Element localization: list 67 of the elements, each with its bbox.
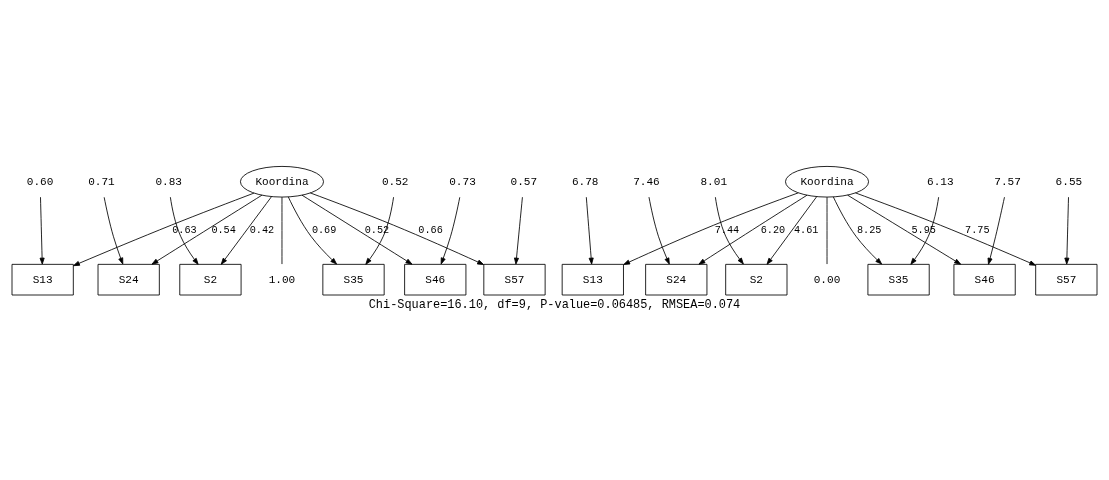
arrow [220, 195, 272, 265]
arrow [301, 194, 413, 265]
edge-label: 7.44 [714, 223, 740, 236]
arrow [287, 196, 337, 264]
node-box: S2 [725, 263, 788, 295]
node-box: S57 [1035, 263, 1098, 295]
edge-label: 0.42 [249, 223, 275, 236]
edge-label: 4.61 [793, 223, 819, 236]
node-box: S24 [97, 263, 160, 295]
node-ellipse: Koordina [785, 165, 869, 197]
node-text: 0.71 [88, 175, 115, 188]
edge-label: 7.75 [965, 223, 990, 236]
node-text: 0.57 [510, 175, 538, 188]
edge-label: 5.95 [911, 223, 936, 236]
node-box: S13 [11, 263, 74, 295]
edge-label: 0.52 [364, 223, 390, 236]
edge-label: 8.25 [856, 223, 882, 236]
edge-label: 6.20 [760, 223, 786, 236]
node-text: 0.00 [813, 273, 841, 286]
arrow [623, 191, 799, 265]
caption: Chi-Square=16.10, df=9, P-value=0.06485, RMSEA=0.074 [368, 297, 741, 312]
arrow [714, 196, 744, 264]
arrow [514, 196, 523, 264]
arrow [1064, 196, 1070, 264]
node-text: 0.73 [449, 175, 476, 188]
edge-label: 0.63 [172, 223, 197, 236]
node-box: S35 [322, 263, 385, 295]
node-text: 8.01 [700, 175, 728, 188]
arrow [766, 195, 817, 265]
node-text: 0.52 [381, 175, 409, 188]
node-box: S13 [561, 263, 624, 295]
node-ellipse: Koordina [240, 165, 324, 197]
node-text: 6.78 [571, 175, 599, 188]
arrow [39, 196, 45, 264]
node-text: 7.46 [633, 175, 660, 188]
node-text: 7.57 [994, 175, 1021, 188]
arrow [440, 196, 461, 264]
edge-label: 0.69 [311, 223, 337, 236]
arrow [987, 196, 1005, 265]
node-box: S24 [645, 263, 708, 295]
arrow [169, 196, 199, 265]
arrow [910, 196, 940, 265]
arrow [309, 192, 485, 265]
edge-label: 0.66 [418, 223, 443, 236]
node-box: S2 [179, 263, 242, 295]
node-text: 0.83 [155, 175, 182, 188]
node-text: 1.00 [268, 273, 296, 286]
node-text: 6.13 [927, 175, 954, 188]
edge-label: 0.54 [211, 223, 236, 236]
arrow [103, 196, 124, 264]
node-text: 0.60 [26, 175, 54, 188]
connector [826, 196, 828, 264]
arrow [847, 194, 962, 265]
arrow [698, 194, 808, 265]
arrow [365, 196, 394, 265]
arrow [832, 196, 883, 264]
arrow [585, 196, 594, 264]
node-box: S57 [483, 263, 546, 295]
arrow [151, 194, 263, 265]
arrow [73, 192, 255, 266]
arrow [855, 192, 1037, 266]
node-box: S46 [404, 263, 467, 295]
node-text: 6.55 [1055, 175, 1083, 188]
node-box: S35 [867, 263, 930, 295]
connector [281, 196, 283, 264]
node-box: S46 [953, 263, 1016, 295]
arrow [648, 196, 670, 264]
